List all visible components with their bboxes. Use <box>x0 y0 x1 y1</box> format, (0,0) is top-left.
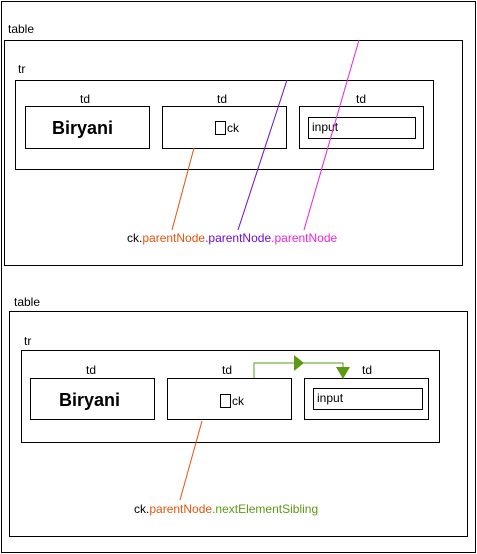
top-td1-box: Biryani <box>25 106 150 149</box>
top-td2-label: td <box>217 92 228 106</box>
bottom-checkbox-ck[interactable]: ck <box>220 393 244 408</box>
bottom-table-box <box>9 311 468 537</box>
bottom-expr-parent1: parentNode <box>149 502 213 516</box>
top-tr-box <box>15 80 434 170</box>
top-expr-parent3: parentNode <box>274 231 338 245</box>
top-table-box <box>4 40 463 266</box>
bottom-expr-next-sibling: nextElementSibling <box>215 502 319 516</box>
bottom-checkbox[interactable] <box>220 393 231 408</box>
bottom-expression: ck.parentNode.nextElementSibling <box>134 502 318 516</box>
top-expression: ck.parentNode.parentNode.parentNode <box>127 231 337 245</box>
bottom-expr-ck: ck. <box>134 502 150 516</box>
bottom-biryani-text: Biryani <box>59 390 121 410</box>
bottom-td3-box: input <box>304 378 429 420</box>
bottom-input[interactable]: input <box>313 388 423 410</box>
top-td3-label: td <box>356 92 367 106</box>
bottom-green-down-arrow-icon <box>336 367 350 379</box>
bottom-ck-label: ck <box>232 393 244 408</box>
top-checkbox[interactable] <box>215 120 226 135</box>
bottom-td2-box: ck <box>167 378 292 420</box>
top-expr-ck: ck. <box>127 231 143 245</box>
top-magenta-connector <box>303 39 360 231</box>
top-purple-connector <box>237 79 288 231</box>
top-td2-box: ck <box>162 106 287 149</box>
bottom-tr-box <box>21 350 440 443</box>
top-expr-dot2: . <box>271 231 275 245</box>
bottom-green-right-arrow-icon <box>294 355 304 371</box>
top-td1-label: td <box>80 92 91 106</box>
top-expr-parent2: parentNode <box>208 231 272 245</box>
top-table-label: table <box>8 22 35 36</box>
top-expr-parent1: parentNode <box>142 231 206 245</box>
bottom-td2-label: td <box>222 363 233 377</box>
bottom-td3-label: td <box>362 363 373 377</box>
top-expr-dot1: . <box>205 231 209 245</box>
bottom-tr-label: tr <box>24 334 32 348</box>
bottom-table-label: table <box>14 295 41 309</box>
bottom-td1-box: Biryani <box>30 378 155 420</box>
top-orange-connector <box>171 147 195 231</box>
bottom-td1-label: td <box>86 363 97 377</box>
top-biryani-text: Biryani <box>52 118 114 138</box>
bottom-expr-dot1: . <box>212 502 216 516</box>
top-tr-label: tr <box>18 62 26 76</box>
top-checkbox-ck[interactable]: ck <box>215 120 239 135</box>
top-ck-label: ck <box>227 120 239 135</box>
bottom-orange-connector <box>179 420 203 501</box>
